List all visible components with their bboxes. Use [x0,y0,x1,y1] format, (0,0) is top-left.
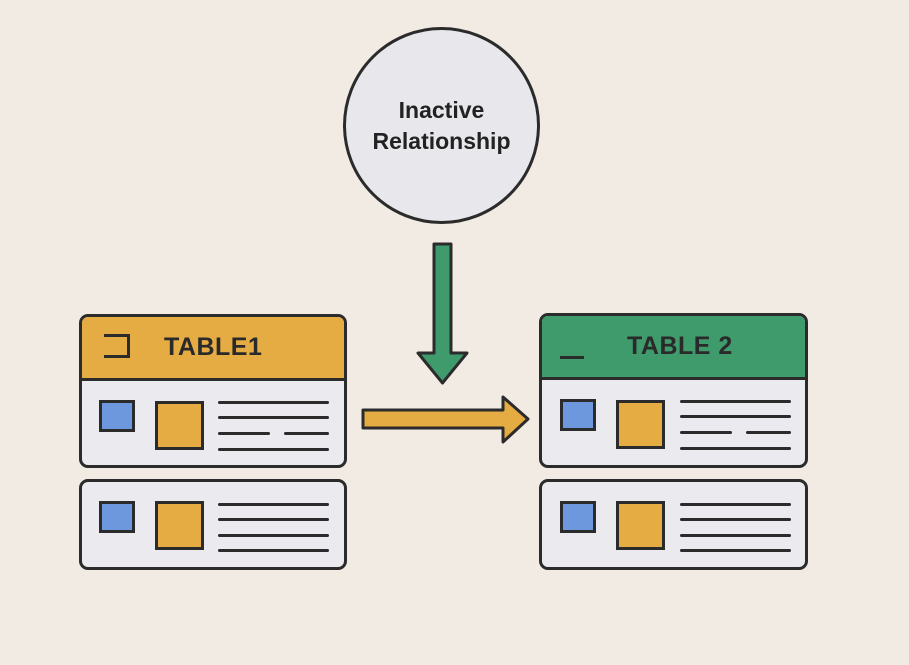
key-field-square [560,501,596,533]
table2-card: TABLE 2 [539,313,808,468]
table1-row-2 [82,482,344,567]
inactive-relationship-node: Inactive Relationship [343,27,540,224]
table2-row-1 [542,380,805,465]
table1-row-card [79,479,347,570]
field-square [155,401,204,450]
bracket-icon [104,334,130,358]
field-square [155,501,204,550]
table1-title: TABLE1 [164,333,263,361]
table1-card: TABLE1 [79,314,347,468]
relationship-label-line2: Relationship [372,127,511,154]
key-field-square [560,399,596,431]
key-field-square [99,501,135,533]
table2-row-2 [542,482,805,567]
table1-row-1 [82,381,344,465]
table2-title: TABLE 2 [627,332,733,360]
table2-header: TABLE 2 [542,316,805,380]
key-field-square [99,400,135,432]
underscore-icon [560,356,584,359]
table1-header: TABLE1 [82,317,344,381]
relationship-label-line1: Inactive [398,96,485,123]
arrow-down-icon [416,242,469,385]
table2-row-card [539,479,808,570]
arrow-right-icon [361,395,530,444]
field-square [616,400,665,449]
field-square [616,501,665,550]
